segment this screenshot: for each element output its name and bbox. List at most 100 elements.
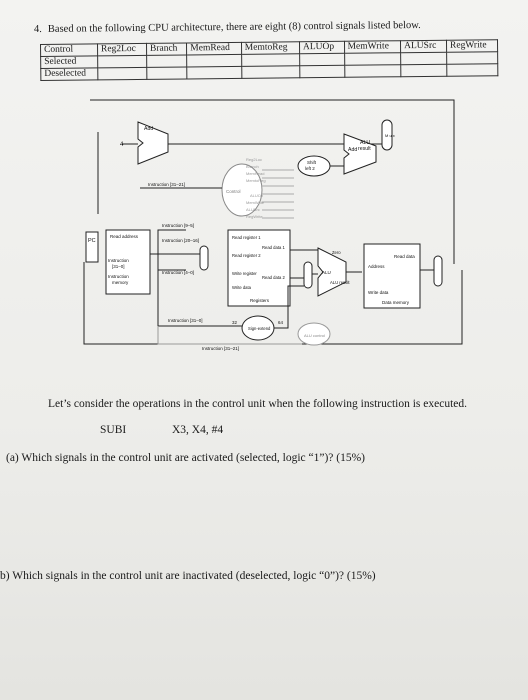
- mux-label: M u x: [385, 133, 395, 138]
- question-title: 4. Based on the following CPU architectur…: [34, 20, 421, 35]
- instruction-memory-label: memory: [112, 280, 129, 285]
- alu-result-label: result: [358, 146, 371, 152]
- data-memory-port-label: Write data: [368, 290, 389, 295]
- mux-shape: [433, 255, 443, 287]
- data-memory-port-label: Read data: [394, 254, 415, 259]
- instruction-label: Instruction [31–21]: [202, 346, 239, 351]
- table-header-cell: Control: [40, 43, 98, 57]
- table-cell: [299, 65, 345, 78]
- alu-control-ellipse: [297, 322, 331, 346]
- table-cell: [299, 53, 345, 66]
- wire: [90, 99, 455, 264]
- read-address-label: Read address: [110, 234, 139, 239]
- adder-label: Add: [348, 147, 357, 153]
- register-port-label: Read register 1: [232, 235, 261, 240]
- pc-box: [85, 231, 99, 263]
- question-number: 4.: [33, 23, 42, 36]
- table-cell: [344, 64, 401, 78]
- instruction-opcode: SUBI: [100, 424, 127, 436]
- table-cell: [97, 67, 147, 80]
- table-header-cell: RegWrite: [446, 39, 498, 53]
- control-signal-table: Control Reg2Loc Branch MemRead MemtoReg …: [40, 39, 498, 81]
- zero-label: Zero: [332, 250, 341, 255]
- data-memory-port-label: Address: [368, 264, 385, 269]
- wire: [150, 229, 202, 271]
- instruction-label: Instruction [4–0]: [162, 270, 194, 275]
- bit-width-label: 32: [232, 320, 238, 325]
- control-output-label: MemRead: [246, 171, 264, 176]
- row-label: Deselected: [40, 67, 98, 81]
- adder-label: Add: [144, 126, 153, 132]
- control-output-label: ALUOp: [250, 193, 264, 198]
- question-b: b) Which signals in the control unit are…: [0, 570, 376, 582]
- instruction-memory-box: [105, 229, 151, 295]
- instruction-label: Instruction [9–5]: [162, 223, 194, 228]
- wire: [274, 285, 304, 329]
- constant-four: 4: [120, 142, 124, 148]
- instruction-memory-label: [31–0]: [112, 264, 125, 269]
- control-output-label: Branch: [246, 164, 259, 169]
- instruction-memory-label: Instruction: [108, 274, 129, 279]
- alu-result-label: ALU result: [330, 280, 350, 285]
- instruction-label: Instruction [20–16]: [162, 238, 199, 243]
- control-output-label: MemWrite: [246, 200, 265, 205]
- data-memory-label: Data memory: [382, 300, 410, 305]
- table-cell: [400, 52, 447, 65]
- table-header-cell: ALUSrc: [400, 40, 447, 53]
- table-header-cell: MemRead: [186, 42, 242, 55]
- instruction-label: Instruction [31–21]: [148, 182, 185, 187]
- register-port-label: Write register: [232, 271, 257, 276]
- bit-width-label: 64: [278, 320, 284, 325]
- alu-shape: [317, 247, 347, 297]
- question-a: (a) Which signals in the control unit ar…: [6, 452, 366, 464]
- table-header-cell: Branch: [146, 42, 187, 56]
- row-label: Selected: [40, 55, 98, 69]
- wire: [157, 326, 302, 345]
- control-label: Control: [226, 189, 241, 194]
- register-port-label: Read data 1: [262, 245, 285, 250]
- table-cell: [400, 64, 447, 77]
- register-port-label: Read data 2: [262, 275, 285, 280]
- registers-box: [227, 229, 291, 307]
- table-header-cell: Reg2Loc: [97, 43, 147, 56]
- table-cell: [446, 51, 498, 65]
- control-output-label: MemtoReg: [246, 178, 266, 183]
- table-cell: [146, 54, 187, 68]
- wire: [290, 249, 362, 275]
- table-cell: [186, 54, 242, 67]
- instruction-operands: X3, X4, #4: [172, 424, 224, 436]
- mux-shape: [199, 245, 209, 271]
- register-port-label: Write data: [232, 285, 252, 290]
- pc-label: PC: [88, 238, 96, 244]
- table-cell: [446, 63, 498, 77]
- control-output-label: RegWrite: [246, 214, 263, 219]
- table-cell: [344, 52, 401, 66]
- control-output-label: Reg2Loc: [246, 157, 262, 162]
- table-header-cell: MemWrite: [344, 40, 401, 54]
- mux-shape: [381, 119, 393, 151]
- alu-label: ALU: [322, 270, 331, 275]
- control-ellipse: [221, 163, 263, 217]
- instruction-label: Instruction [31–0]: [168, 318, 203, 323]
- table-cell: [186, 66, 242, 79]
- alu-result-label: ALU: [360, 140, 370, 146]
- question-text: Based on the following CPU architecture,…: [47, 19, 421, 35]
- table-cell: [146, 66, 188, 80]
- table-cell: [97, 55, 147, 68]
- control-output-label: ALUSrc: [246, 207, 260, 212]
- table-cell: [241, 53, 300, 67]
- sign-extend-label: Sign-extend: [248, 326, 271, 331]
- mux-shape: [303, 261, 313, 289]
- alu-control-label: ALU control: [304, 333, 325, 338]
- wire: [262, 169, 294, 219]
- register-port-label: Read register 2: [232, 253, 261, 258]
- prompt-text: Let’s consider the operations in the con…: [48, 398, 468, 410]
- adder-shape: [137, 121, 169, 165]
- table-cell: [241, 65, 300, 79]
- data-memory-box: [363, 243, 421, 309]
- shift-label: left 2: [305, 166, 315, 171]
- table-header-cell: ALUOp: [299, 41, 345, 54]
- registers-label: Registers: [250, 298, 270, 303]
- shift-label: Shift: [307, 160, 317, 165]
